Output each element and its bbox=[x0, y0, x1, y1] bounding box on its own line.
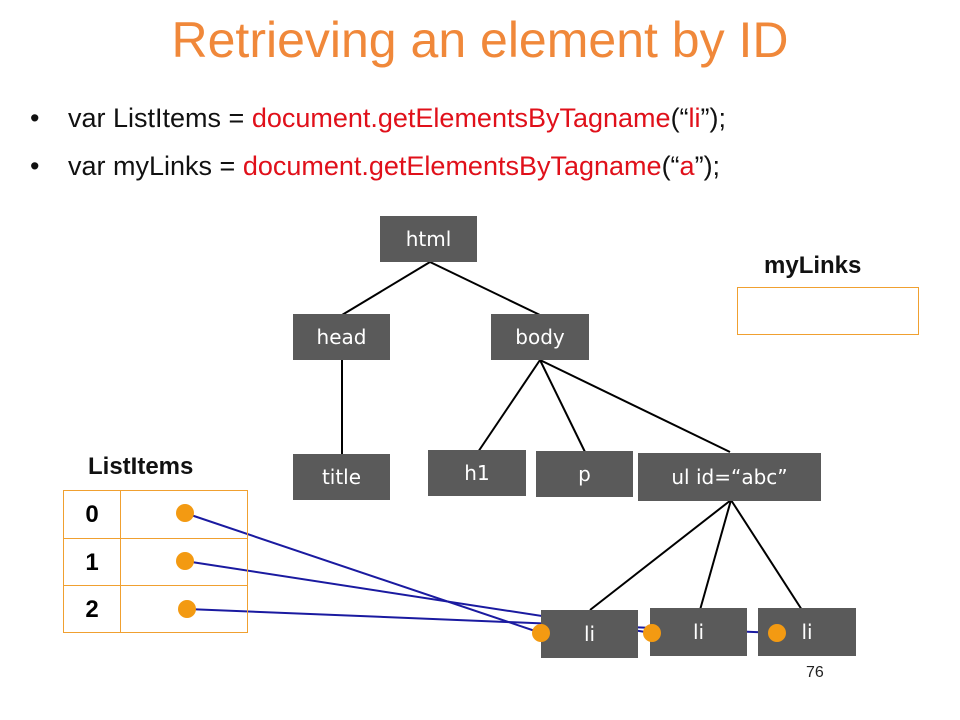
edge-body-ul bbox=[539, 359, 731, 453]
edge-body-p bbox=[539, 359, 586, 453]
list-index: 2 bbox=[64, 586, 121, 632]
mylinks-label: myLinks bbox=[764, 252, 862, 279]
mylinks-box bbox=[737, 287, 919, 335]
pointer-dot-icon bbox=[178, 600, 196, 618]
bullet-dot-icon: • bbox=[30, 103, 40, 133]
list-row: 2 bbox=[64, 585, 247, 632]
listitems-label: ListItems bbox=[88, 453, 194, 480]
edge-ul-li1 bbox=[589, 499, 732, 611]
node-p: p bbox=[536, 451, 633, 497]
node-ul: ul id=“abc” bbox=[638, 453, 821, 501]
node-li-1: li bbox=[541, 610, 638, 658]
edge-html-head bbox=[341, 261, 431, 316]
bullet-list: • var ListItems = document.getElementsByT… bbox=[30, 100, 726, 196]
node-html: html bbox=[380, 216, 477, 262]
pointer-dot-icon bbox=[176, 504, 194, 522]
node-head: head bbox=[293, 314, 390, 360]
edge-body-h1 bbox=[477, 359, 541, 453]
list-row: 0 bbox=[64, 491, 247, 538]
page-number: 76 bbox=[806, 664, 824, 681]
pointer-dot-icon bbox=[768, 624, 786, 642]
edge-html-body bbox=[429, 261, 541, 316]
listitems-table: 0 1 2 bbox=[63, 490, 248, 633]
bullet-call: document.getElementsByTagname bbox=[251, 103, 671, 133]
list-index: 1 bbox=[64, 539, 121, 585]
bullet-call: document.getElementsByTagname bbox=[242, 151, 662, 181]
bullet-close: ”); bbox=[694, 151, 721, 181]
bullet-dot-icon: • bbox=[30, 151, 40, 181]
bullet-listitems: • var ListItems = document.getElementsByT… bbox=[30, 100, 726, 148]
bullet-prefix: var ListItems = bbox=[68, 103, 252, 133]
list-row: 1 bbox=[64, 538, 247, 585]
node-li-2: li bbox=[650, 608, 747, 656]
bullet-mylinks: • var myLinks = document.getElementsByTag… bbox=[30, 148, 726, 196]
pointer-line-0 bbox=[184, 512, 542, 634]
bullet-close: ”); bbox=[700, 103, 727, 133]
pointer-dot-icon bbox=[532, 624, 550, 642]
bullet-prefix: var myLinks = bbox=[68, 151, 243, 181]
bullet-open: (“ bbox=[670, 103, 689, 133]
pointer-dot-icon bbox=[643, 624, 661, 642]
bullet-arg: a bbox=[679, 151, 695, 181]
node-h1: h1 bbox=[428, 450, 526, 496]
bullet-open: (“ bbox=[661, 151, 680, 181]
node-body: body bbox=[491, 314, 589, 360]
edge-ul-li2 bbox=[699, 499, 732, 611]
edge-ul-li3 bbox=[730, 499, 803, 611]
node-title: title bbox=[293, 454, 390, 500]
slide-title: Retrieving an element by ID bbox=[171, 12, 789, 68]
list-index: 0 bbox=[64, 491, 121, 538]
bullet-arg: li bbox=[688, 103, 701, 133]
pointer-dot-icon bbox=[176, 552, 194, 570]
